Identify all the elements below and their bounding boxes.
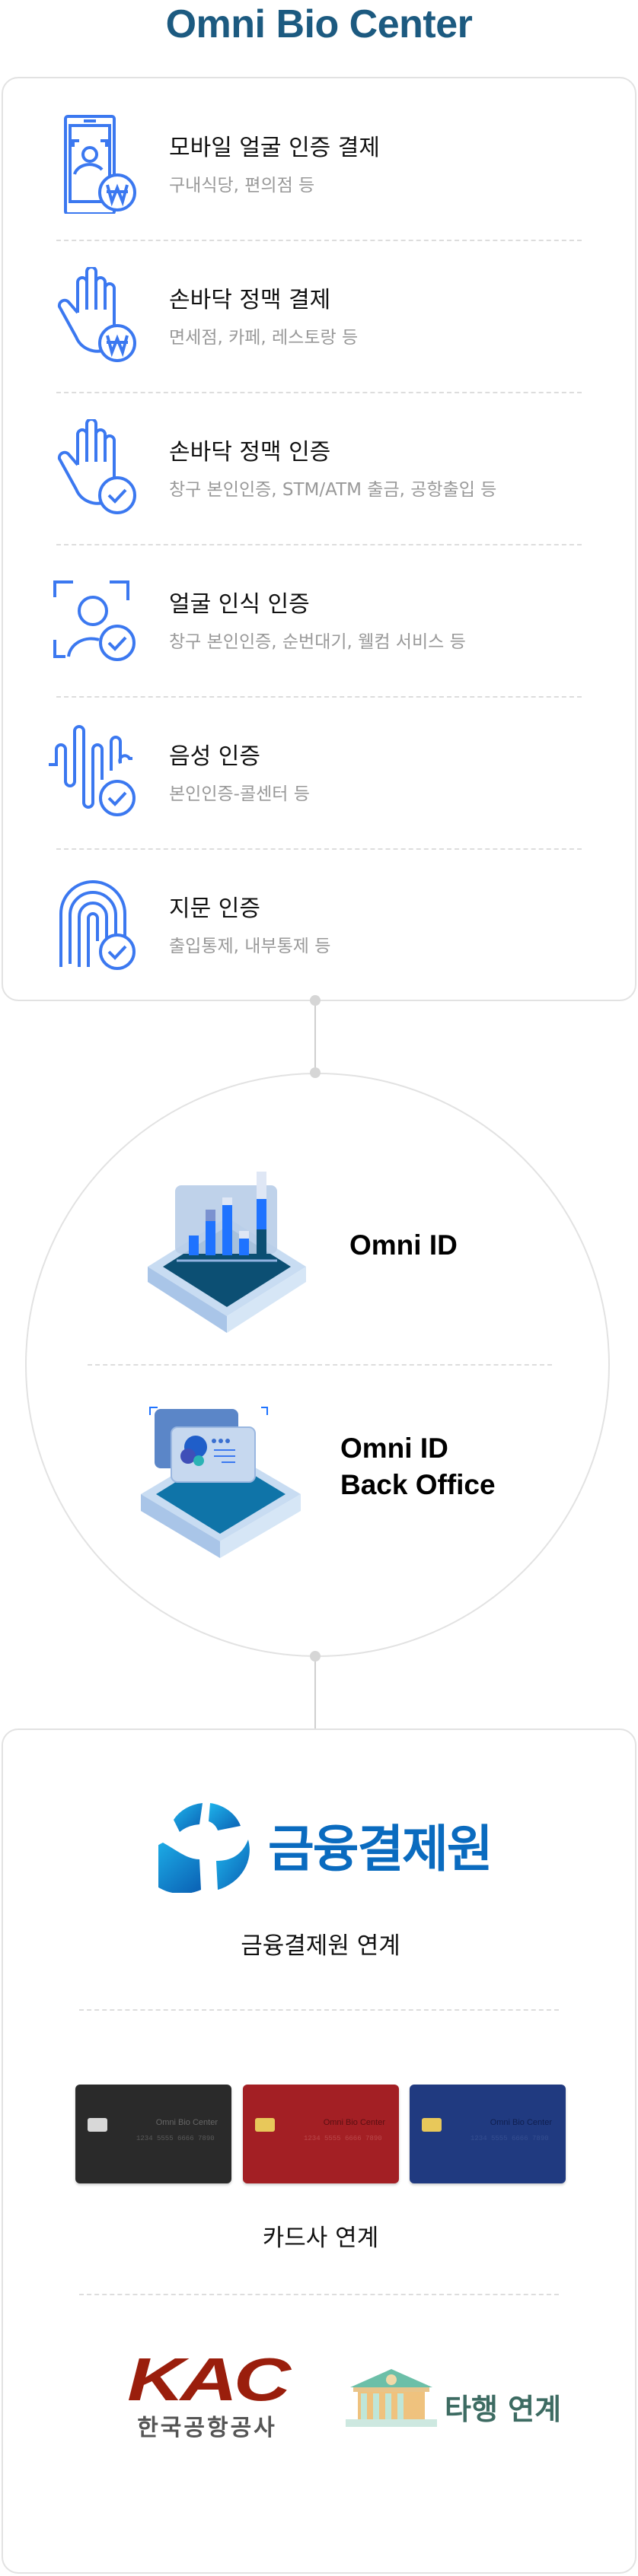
divider — [56, 848, 582, 850]
credit-card-blue: Omni Bio Center 1234 5555 6666 7890 — [410, 2085, 566, 2183]
service-title: 지문 인증 — [169, 895, 260, 922]
service-subtitle: 면세점, 카페, 레스토랑 등 — [169, 328, 359, 348]
omni-id-dashboard-icon — [148, 1172, 306, 1333]
service-title: 손바닥 정맥 인증 — [169, 439, 331, 466]
kac-logo-text: KAC — [127, 2345, 291, 2413]
back-office-icon — [141, 1407, 301, 1558]
credit-card-red: Omni Bio Center 1234 5555 6666 7890 — [243, 2085, 399, 2183]
card-brand: Omni Bio Center — [155, 2118, 218, 2127]
back-office-label-line1: Omni ID — [340, 1433, 448, 1464]
card-number: 1234 5555 6666 7890 — [136, 2135, 215, 2142]
bank-building-icon — [346, 2369, 437, 2427]
divider — [56, 544, 582, 545]
page-title: Omni Bio Center — [165, 2, 473, 46]
card-brand: Omni Bio Center — [490, 2118, 552, 2127]
card-number: 1234 5555 6666 7890 — [471, 2135, 549, 2142]
service-subtitle: 창구 본인인증, 순번대기, 웰컴 서비스 등 — [169, 632, 466, 652]
divider — [79, 2009, 559, 2011]
divider — [88, 1364, 552, 1366]
voice-auth-icon — [49, 725, 136, 816]
palm-vein-payment-icon — [57, 267, 136, 362]
palm-vein-auth-icon — [57, 419, 136, 514]
connector-dot — [310, 995, 321, 1006]
kac-logo: KAC 한국공항공사 — [127, 2349, 291, 2442]
bank-label: 타행 연계 — [445, 2393, 562, 2426]
service-title: 손바닥 정맥 결제 — [169, 287, 331, 313]
fingerprint-icon — [59, 880, 136, 970]
kac-name: 한국공항공사 — [137, 2415, 277, 2441]
divider — [56, 696, 582, 698]
divider — [79, 2294, 559, 2295]
omni-id-label: Omni ID — [349, 1229, 458, 1261]
connector-dot — [310, 1067, 321, 1078]
back-office-label-line2: Back Office — [340, 1469, 496, 1500]
partners-card: 금융결제원 금융결제원 연계 Omni Bio Center 1234 5555… — [2, 1728, 636, 2574]
card-chip-icon — [255, 2118, 275, 2132]
kftc-logo-text: 금융결제원 — [268, 1820, 493, 1878]
service-title: 모바일 얼굴 인증 결제 — [169, 135, 381, 161]
credit-card-black: Omni Bio Center 1234 5555 6666 7890 — [75, 2085, 231, 2183]
kftc-logo: 금융결제원 — [158, 1797, 493, 1893]
face-recognition-icon — [53, 580, 136, 661]
kftc-label: 금융결제원 연계 — [241, 1932, 400, 1960]
service-title: 얼굴 인식 인증 — [169, 591, 310, 618]
service-subtitle: 출입통제, 내부통제 등 — [169, 937, 331, 956]
service-subtitle: 구내식당, 편의점 등 — [169, 176, 315, 196]
service-title: 음성 인증 — [169, 743, 260, 770]
card-company-label: 카드사 연계 — [262, 2225, 379, 2252]
card-number: 1234 5555 6666 7890 — [304, 2135, 382, 2142]
mobile-face-payment-icon — [64, 115, 136, 214]
divider — [56, 392, 582, 393]
connector-dot — [310, 1651, 321, 1662]
card-chip-icon — [88, 2118, 107, 2132]
service-subtitle: 창구 본인인증, STM/ATM 출금, 공항출입 등 — [169, 480, 497, 500]
card-chip-icon — [422, 2118, 442, 2132]
divider — [56, 240, 582, 241]
kftc-emblem-icon — [158, 1803, 250, 1893]
connector-line — [314, 1000, 316, 1073]
connector-line — [314, 1657, 316, 1729]
service-subtitle: 본인인증-콜센터 등 — [169, 784, 310, 804]
card-brand: Omni Bio Center — [323, 2118, 385, 2127]
